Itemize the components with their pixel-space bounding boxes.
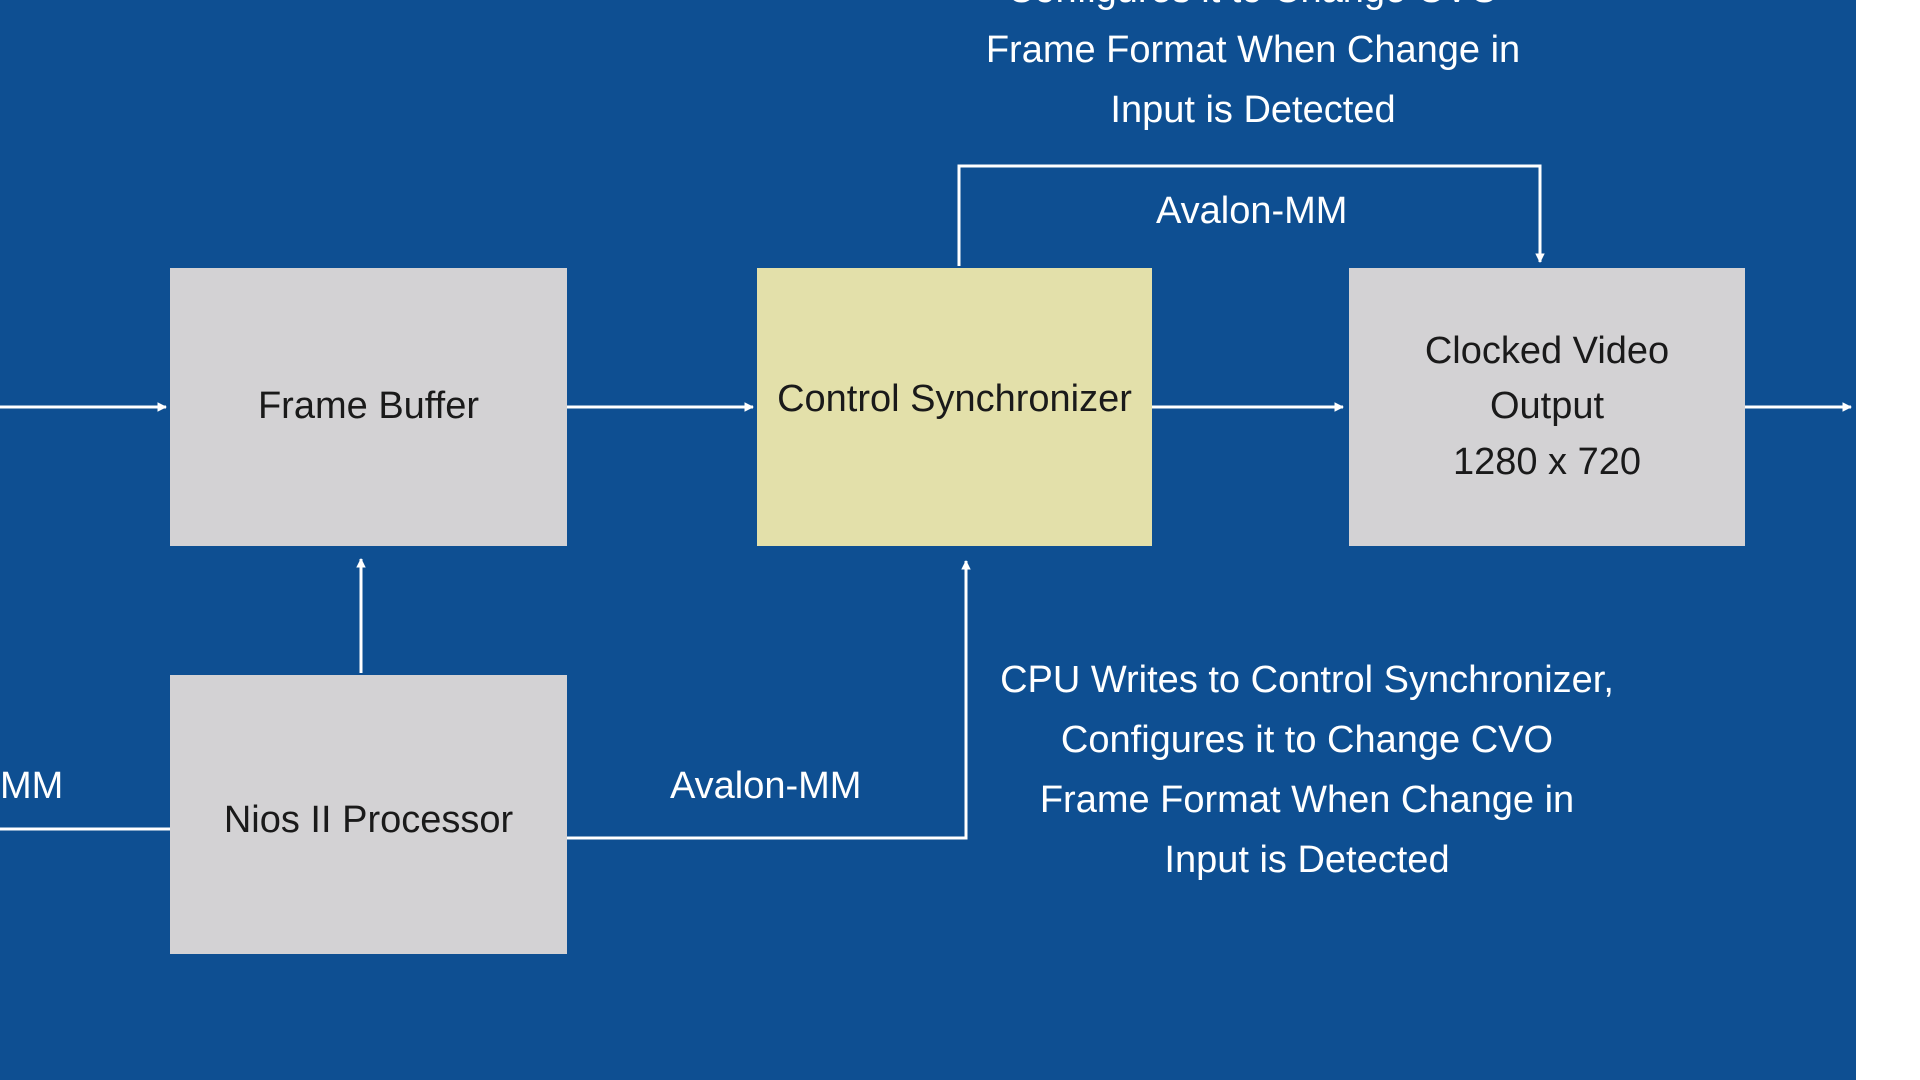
frame-buffer-block: Frame Buffer	[170, 268, 567, 546]
clocked-video-output-block: Clocked Video Output 1280 x 720	[1349, 268, 1745, 546]
cvo-label-line-1: Clocked Video	[1424, 330, 1670, 373]
nios-processor-label: Nios II Processor	[223, 798, 514, 841]
annotation-bottom-line-3: Frame Format When Change in	[1039, 779, 1575, 821]
annotation-bottom-line-4: Input is Detected	[1164, 839, 1450, 881]
control-synchronizer-label: Control Synchronizer	[777, 378, 1132, 420]
frame-buffer-label: Frame Buffer	[257, 385, 480, 428]
avalon-mm-bottom-label: Avalon-MM	[670, 765, 862, 807]
annotation-bottom-line-1: CPU Writes to Control Synchronizer,	[1000, 659, 1614, 701]
control-synchronizer-block: Control Synchronizer	[757, 268, 1152, 546]
avalon-mm-bottom-connector	[567, 560, 971, 840]
annotation-top-line-1: Configures it to Change CVO	[953, 0, 1553, 20]
annotation-bottom: CPU Writes to Control Synchronizer, Conf…	[967, 650, 1647, 890]
avalon-mm-left-label: MM	[0, 765, 64, 807]
nios-processor-block: Nios II Processor	[170, 675, 567, 954]
cvo-label-line-2: Output	[1489, 385, 1605, 428]
annotation-top-line-3: Input is Detected	[1110, 89, 1396, 131]
annotation-top-line-2: Frame Format When Change in	[985, 29, 1521, 71]
annotation-top: Configures it to Change CVO Frame Format…	[953, 0, 1553, 140]
cvo-resolution-label: 1280 x 720	[1452, 440, 1642, 483]
avalon-mm-top-connector	[957, 164, 1545, 266]
avalon-mm-top-label: Avalon-MM	[1156, 190, 1348, 232]
annotation-bottom-line-2: Configures it to Change CVO	[1060, 719, 1554, 761]
